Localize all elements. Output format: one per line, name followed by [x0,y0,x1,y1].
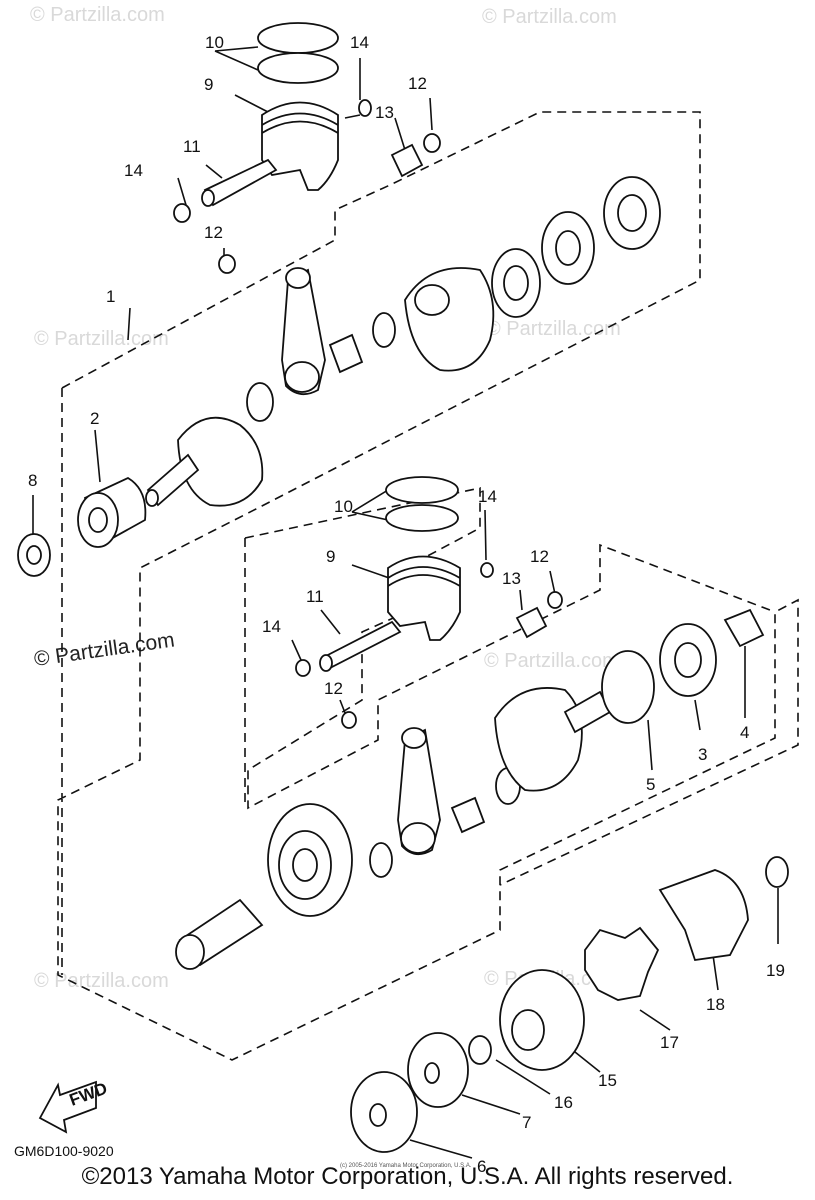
diagram-code: GM6D100-9020 [14,1143,114,1159]
callout: 14 [124,161,143,180]
callout: 16 [554,1093,573,1112]
washer [218,254,236,274]
washer [547,591,563,609]
fwd-arrow-icon [38,1080,97,1134]
needle-bearing [390,143,424,178]
callout: 2 [90,409,99,428]
callout: 6 [477,1157,486,1176]
piston-ring [257,52,339,84]
connecting-rod [397,728,441,856]
piston [261,101,339,191]
callout: 19 [766,961,785,980]
piston-ring [257,22,339,54]
watermark: © Partzilla.com [34,328,169,350]
cushion-housing [658,869,749,961]
piston [387,555,461,641]
copyright-footer: ©2013 Yamaha Motor Corporation, U.S.A. A… [81,1163,734,1190]
assembly-outline [57,111,799,1061]
callout: 5 [646,775,655,794]
inner-assembly-outline [244,487,776,810]
callout: 18 [706,995,725,1014]
callout: 13 [502,569,521,588]
callout: 12 [408,74,427,93]
clip [173,203,191,223]
thrust-washer [372,312,396,348]
callout: 4 [740,723,749,742]
clip [480,562,494,578]
washer [765,856,789,888]
callout: 7 [522,1113,531,1132]
callout: 14 [478,487,497,506]
callout: 14 [350,33,369,52]
connecting-rod [281,268,326,396]
bushing [723,608,765,648]
callout: 8 [28,471,37,490]
watermark: © Partzilla.com [34,970,169,992]
crank-bushing [328,333,364,374]
callout: 9 [326,547,335,566]
damper [584,926,660,1001]
callout: 10 [334,497,353,516]
tiny-copyright: (c) 2005-2016 Yamaha Motor Corporation, … [340,1163,472,1169]
needle-bearing [515,606,548,639]
watermark: © Partzilla.com [486,318,621,340]
crank-web [494,687,583,792]
callout: 14 [262,617,281,636]
callout: 3 [698,745,707,764]
callout: 12 [204,223,223,242]
callout: 10 [205,33,224,52]
clip [358,99,372,117]
washer [423,133,441,153]
watermark: © Partzilla.com [30,4,165,26]
piston-pin-end [201,189,215,207]
piston-pin [203,158,278,207]
crank-web [177,416,264,507]
callout-layer: 1 2 3 4 5 6 7 8 9 9 10 10 11 11 12 12 12… [28,33,785,1176]
callout: 17 [660,1033,679,1052]
callout: 13 [375,103,394,122]
callout: 12 [324,679,343,698]
piston-ring [385,504,459,532]
callout: 15 [598,1071,617,1090]
callout: 11 [306,587,324,606]
watermark: © Partzilla.com [484,650,619,672]
clip [295,659,311,677]
callout: 9 [204,75,213,94]
callout: 1 [106,287,115,306]
thrust-washer [369,842,393,878]
callout: 12 [530,547,549,566]
callout: 11 [183,137,201,156]
crank-web [404,267,495,372]
circlip [601,650,655,724]
piston-ring [385,476,459,504]
crank-bushing [450,796,486,834]
watermark: © Partzilla.com [482,6,617,28]
thrust-washer [246,382,274,422]
piston-pin [320,620,402,670]
washer [468,1035,492,1065]
washer [341,711,357,729]
